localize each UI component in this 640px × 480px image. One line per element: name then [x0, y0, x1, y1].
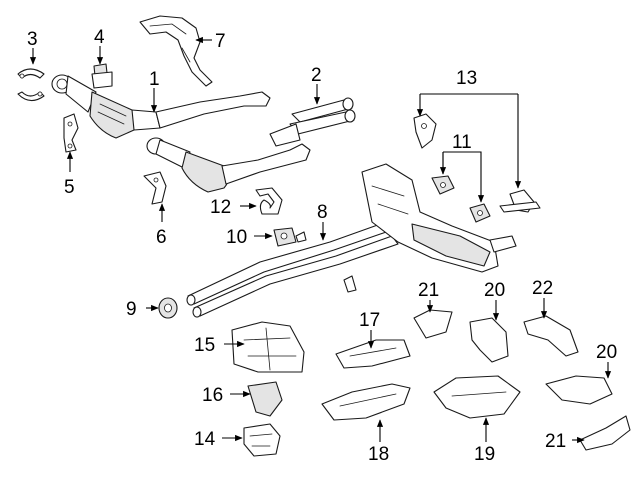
callout-11: 11	[452, 132, 472, 153]
callout-9: 9	[126, 299, 137, 320]
callout-2: 2	[311, 65, 322, 86]
part-8-muffler-assembly	[186, 163, 517, 318]
callout-19: 19	[474, 444, 495, 465]
part-9-grommet	[158, 297, 178, 319]
callout-20-right: 20	[596, 342, 617, 363]
callout-7: 7	[215, 31, 226, 52]
callout-12: 12	[210, 197, 231, 218]
part-3-clamp	[17, 68, 45, 102]
callout-21-lower: 21	[545, 431, 566, 452]
part-21-shield-lower	[579, 415, 631, 451]
part-12-hanger	[255, 187, 283, 215]
part-16-shield	[247, 381, 283, 417]
part-14-shield	[243, 423, 281, 457]
callout-17: 17	[359, 310, 380, 331]
callout-6: 6	[156, 227, 167, 248]
leader-lines	[29, 36, 612, 444]
callout-22: 22	[532, 278, 553, 299]
part-17-shield	[335, 339, 411, 369]
part-2-resonator	[269, 97, 356, 147]
callout-10: 10	[226, 227, 247, 248]
part-11-isolator	[431, 175, 491, 223]
part-5-bracket	[63, 113, 79, 153]
part-15-heat-shield	[231, 321, 305, 373]
second-converter-pipe	[146, 137, 311, 193]
callout-20-upper: 20	[484, 280, 505, 301]
callout-1: 1	[149, 69, 160, 90]
part-6-bracket	[143, 171, 167, 205]
part-20-shield-right	[545, 375, 613, 405]
part-10-hanger	[273, 227, 307, 247]
part-19-shield	[433, 375, 521, 419]
callout-18: 18	[368, 444, 389, 465]
callout-5: 5	[64, 177, 75, 198]
part-21-shield	[413, 309, 453, 339]
callout-15: 15	[194, 335, 215, 356]
part-13-bracket	[413, 113, 541, 213]
callout-labels: 1 2 3 4 5 6 7 8 9 10 11 12 13 14 15 16 1…	[27, 27, 617, 465]
callout-3: 3	[27, 29, 38, 50]
callout-8: 8	[317, 202, 328, 223]
callout-16: 16	[202, 385, 223, 406]
part-7-heat-shield	[139, 15, 213, 87]
part-18-shield	[321, 383, 411, 421]
part-22-shield	[523, 315, 579, 357]
part-20-shield	[469, 317, 509, 363]
callout-13: 13	[456, 68, 477, 89]
callout-21-upper: 21	[418, 280, 439, 301]
part-1-converter-pipe	[51, 74, 271, 139]
part-4-bracket	[91, 63, 113, 89]
callout-14: 14	[194, 429, 216, 450]
callout-4: 4	[94, 27, 105, 48]
